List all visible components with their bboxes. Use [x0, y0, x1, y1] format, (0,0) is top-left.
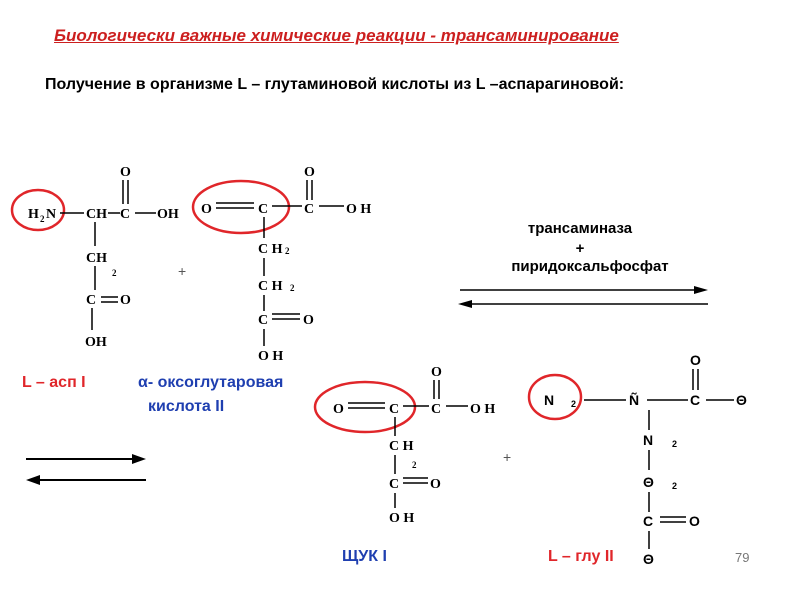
forward-arrowhead: [694, 286, 708, 294]
atom-c: C: [690, 392, 700, 408]
caption-alpha: α-: [138, 374, 154, 391]
page-number: 79: [735, 550, 750, 565]
atom-c: C: [389, 477, 399, 492]
atom-c: C: [258, 313, 268, 328]
subscript-2: 2: [290, 283, 295, 293]
atom-o: O: [303, 313, 314, 328]
caption-oxoglutaric-word: оксоглутаровая: [157, 374, 284, 391]
forward-arrowhead: [132, 454, 146, 464]
atom-ch2: C H: [389, 439, 414, 454]
atom-ch2: C H: [258, 279, 283, 294]
atom-c: C: [120, 207, 130, 222]
atom-theta: Θ: [736, 392, 747, 408]
atom-n: N: [46, 207, 56, 222]
subscript-2: 2: [571, 399, 576, 409]
subscript-2: 2: [112, 268, 117, 278]
subscript-2: 2: [672, 481, 677, 491]
coenzyme-label: пиридоксальфосфат: [511, 258, 669, 275]
atom-o: O: [430, 477, 441, 492]
atom-oh: O H: [470, 402, 495, 417]
atom-o: O: [201, 202, 212, 217]
caption-oxaloacetic-acid: ЩУК I: [342, 548, 387, 565]
aspartic-acid-structure: H 2 N CH C OH O CH 2 C O OH: [10, 165, 179, 350]
atom-oh: O H: [346, 202, 371, 217]
plus-sign: +: [503, 449, 511, 465]
atom-oh: O H: [258, 349, 283, 364]
atom-oh: OH: [157, 207, 179, 222]
subscript-2: 2: [40, 214, 45, 224]
atom-c: C: [643, 513, 653, 529]
caption-aspartic-acid: L – асп I: [22, 374, 86, 391]
amino-group-highlight-ring: [527, 373, 583, 421]
slide-title: Биологически важные химические реакции -…: [54, 26, 619, 45]
subscript-2: 2: [412, 460, 417, 470]
atom-h: H: [28, 207, 39, 222]
atom-c: C: [431, 402, 441, 417]
atom-o: O: [120, 293, 131, 308]
atom-o: O: [120, 165, 131, 180]
glutamic-acid-structure: N 2 Ñ C Θ O N 2 Θ 2 C O Θ: [527, 352, 747, 567]
atom-o: O: [431, 365, 442, 380]
atom-ch2: C H: [258, 242, 283, 257]
atom-c: C: [304, 202, 314, 217]
slide-subtitle: Получение в организме L – глутаминовой к…: [45, 76, 625, 93]
atom-n: N: [643, 432, 653, 448]
atom-oh: OH: [85, 335, 107, 350]
subscript-2: 2: [285, 246, 290, 256]
oxaloacetic-acid-structure: O C C O H O C H 2 C O O H: [313, 365, 495, 526]
enzyme-label: трансаминаза: [527, 220, 633, 237]
atom-ch: CH: [86, 207, 107, 222]
catalyst-plus: +: [575, 240, 585, 257]
equilibrium-arrows-top: [458, 286, 708, 308]
atom-o: O: [689, 513, 700, 529]
caption-glutamic-acid: L – глу II: [548, 548, 614, 565]
subscript-2: 2: [672, 439, 677, 449]
reverse-arrowhead: [26, 475, 40, 485]
oxoglutaric-acid-structure: O C C O H O C H 2 C H 2 C O O H: [191, 165, 371, 364]
atom-n: N: [544, 392, 554, 408]
atom-o: O: [690, 352, 701, 368]
atom-o: O: [333, 402, 344, 417]
atom-oh: O H: [389, 511, 414, 526]
caption-oxoglutaric-line2: кислота II: [148, 398, 225, 415]
atom-c: C: [258, 202, 268, 217]
keto-group-highlight-ring: [313, 380, 417, 434]
plus-sign: +: [178, 263, 186, 279]
keto-group-highlight-ring: [191, 179, 291, 235]
caption-oxoglutaric-line1: α- оксоглутаровая: [138, 374, 283, 392]
atom-n-tilde: Ñ: [629, 391, 639, 408]
atom-o: O: [304, 165, 315, 180]
reverse-arrowhead: [458, 300, 472, 308]
atom-theta: Θ: [643, 551, 654, 567]
amino-group-highlight-ring: [10, 188, 66, 232]
atom-c: C: [86, 293, 96, 308]
equilibrium-arrows-bottom: [26, 454, 146, 485]
atom-c: C: [389, 402, 399, 417]
atom-theta: Θ: [643, 474, 654, 490]
atom-ch: CH: [86, 251, 107, 266]
